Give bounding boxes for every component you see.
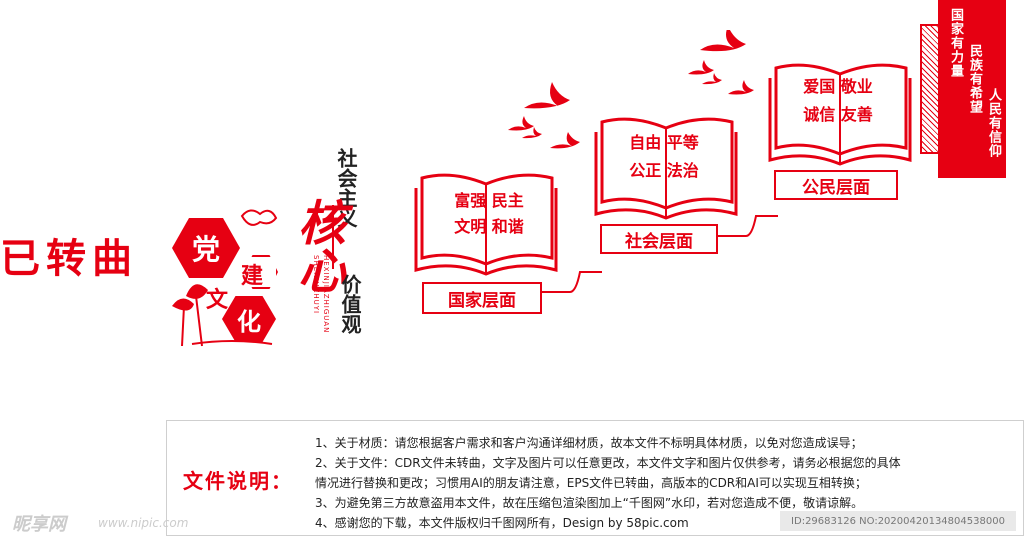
watermark-url: www.nipic.com: [98, 516, 189, 530]
slogan-banner: 国家有力量 民族有希望 人民有信仰: [938, 0, 1006, 178]
pinyin-socialism: SHEHUIZHUYI: [312, 255, 320, 315]
step1-line2: 文明 和谐: [454, 217, 524, 236]
step2-line1: 自由 平等: [629, 133, 699, 152]
level-national: 国家层面: [422, 282, 542, 314]
open-book-icon: [594, 117, 738, 220]
watermark-id: ID:29683126 NO:20200420134804538000: [780, 511, 1016, 531]
step3-line2: 诚信 友善: [803, 105, 873, 124]
slogan-people-faith: 人民有信仰: [986, 88, 1001, 158]
open-book-icon: [414, 173, 558, 276]
core-calligraphy: 核心: [289, 198, 345, 294]
level-citizen: 公民层面: [774, 170, 898, 200]
step1-line1: 富强 民主: [454, 191, 524, 210]
step2-line2: 公正 法治: [629, 161, 699, 180]
file-notes-list: 1、关于材质：请您根据客户需求和客户沟通详细材质，故本文件不标明具体材质，以免对…: [315, 433, 1015, 533]
hex-outline: [244, 255, 278, 289]
file-note-line: 2、关于文件：CDR文件未转曲，文字及图片可以任意更改，本文件文字和图片仅供参考…: [315, 456, 901, 470]
file-note-line: 4、感谢您的下载，本文件版权归千图网所有，Design by 58pic.com: [315, 516, 689, 530]
divider-line: [332, 205, 334, 269]
open-book-icon: [768, 63, 912, 166]
converted-label: 已转曲: [0, 236, 138, 282]
file-notes-title: 文件说明：: [183, 469, 293, 493]
file-note-line: 情况进行替换和更改；习惯用AI的朋友请注意，EPS文件已转曲，高版本的CDR和A…: [315, 476, 867, 490]
cloud-flower-ornament-icon: [172, 209, 278, 347]
step3-line1: 爱国 敬业: [803, 77, 873, 96]
char-jian: 建: [241, 264, 264, 289]
slogan-national-hope: 民族有希望: [967, 44, 982, 114]
step-connector-lines: [540, 215, 778, 293]
slogan-national-strength: 国家有力量: [948, 8, 963, 78]
char-wen: 文: [206, 288, 229, 313]
pinyin-core-values: HEXINJIAZHIGUAN: [322, 255, 330, 334]
file-note-line: 1、关于材质：请您根据客户需求和客户沟通详细材质，故本文件不标明具体材质，以免对…: [315, 436, 863, 450]
socialism-label: 社会主义: [334, 148, 358, 228]
level-social: 社会层面: [600, 224, 718, 254]
file-note-line: 3、为避免第三方故意盗用本文件，故在压缩包渲染图加上“千图网”水印，若对您造成不…: [315, 496, 864, 510]
flying-doves-icon: [508, 30, 754, 149]
watermark-brand: 昵享网: [12, 514, 66, 535]
values-label: 价值观: [338, 274, 362, 334]
